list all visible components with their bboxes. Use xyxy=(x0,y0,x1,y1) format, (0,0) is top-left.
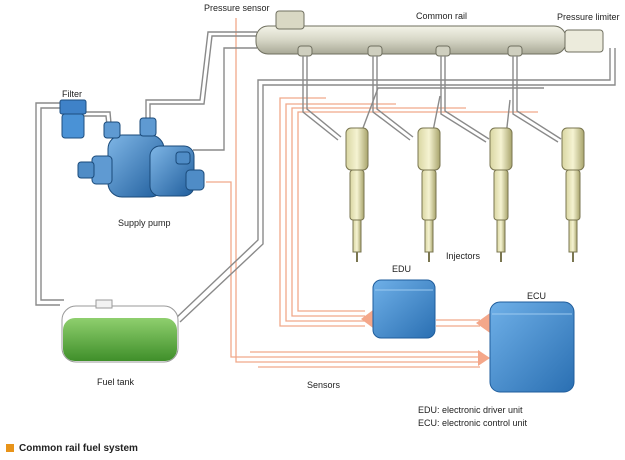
pressure-limiter-part xyxy=(564,29,604,53)
injector-2 xyxy=(417,127,441,262)
caption-square-icon xyxy=(6,444,14,452)
injector-3 xyxy=(489,127,513,262)
label-sensors: Sensors xyxy=(307,380,341,390)
common-rail xyxy=(255,10,604,57)
edu-box xyxy=(372,279,436,339)
label-common-rail: Common rail xyxy=(416,11,467,21)
label-edu: EDU xyxy=(392,264,411,274)
pressure-sensor-part xyxy=(275,10,305,30)
fuel-tank xyxy=(61,299,179,363)
label-injectors: Injectors xyxy=(446,251,481,261)
label-filter: Filter xyxy=(62,89,82,99)
injector-1 xyxy=(345,127,369,262)
ecu-box xyxy=(489,301,575,393)
injector-4 xyxy=(561,127,585,262)
figure-caption: Common rail fuel system xyxy=(6,443,138,454)
edu-input-arrow xyxy=(361,310,373,328)
legend-ecu: ECU: electronic control unit xyxy=(418,418,528,428)
ecu-input-arrow-upper xyxy=(476,313,490,333)
label-ecu: ECU xyxy=(527,291,546,301)
ecu-input-arrow-lower xyxy=(478,350,490,366)
label-pressure-sensor: Pressure sensor xyxy=(204,3,270,13)
supply-pump xyxy=(77,117,205,198)
label-fuel-tank: Fuel tank xyxy=(97,377,135,387)
fuel-filter xyxy=(59,99,87,139)
label-supply-pump: Supply pump xyxy=(118,218,171,228)
signal-arrows xyxy=(361,310,490,366)
fuel-pipes xyxy=(35,31,616,323)
label-pressure-limiter: Pressure limiter xyxy=(557,12,620,22)
caption-text: Common rail fuel system xyxy=(19,443,138,454)
injector-pipes xyxy=(302,56,562,143)
legend-edu: EDU: electronic driver unit xyxy=(418,405,523,415)
